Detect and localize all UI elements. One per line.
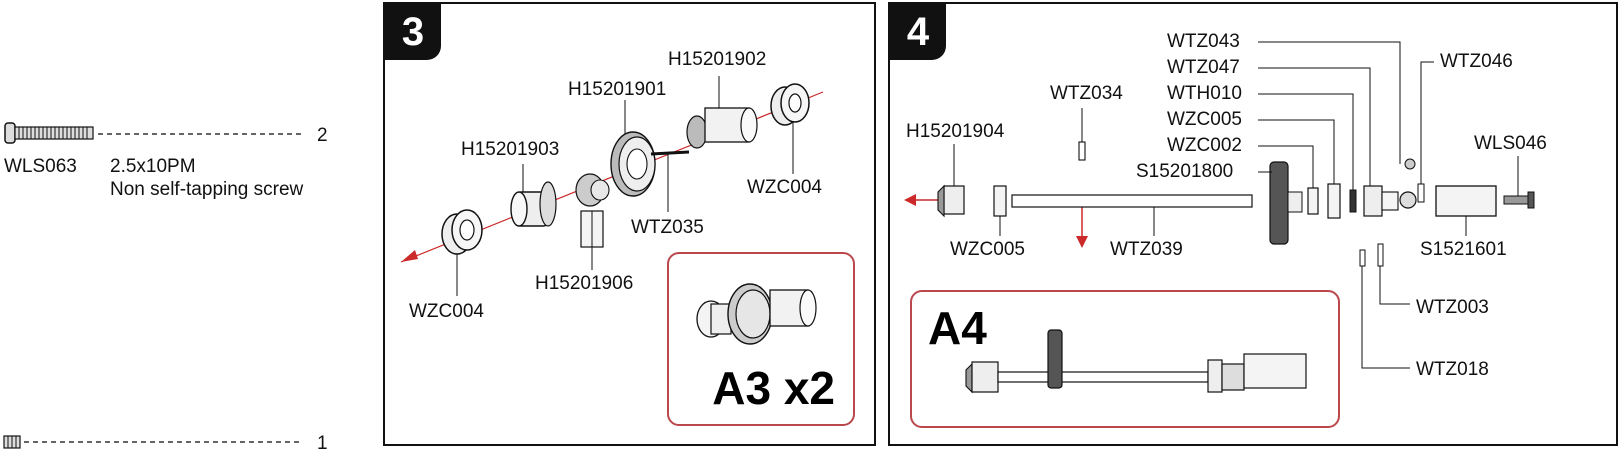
part-code-label: WLS063 [4,156,77,177]
bearing-wzc004-left [441,209,483,255]
bevel-gear-h15201904 [937,184,965,218]
part-label-wls046: WLS046 [1474,133,1547,154]
part-label-wth010: WTH010 [1167,83,1242,104]
part-label-s15201800: S15201800 [1136,161,1234,182]
parts-list-drawing [3,122,302,449]
collar-wzc005-left [993,185,1007,217]
inset-a3-assembly [696,283,817,345]
clip-wth010 [1349,189,1357,213]
part-size-label: 2.5x10PM [110,156,196,177]
pin-wtz003 [1377,243,1384,267]
part-label-wtz018: WTZ018 [1416,359,1489,380]
cup-joint-wtz047 [1363,158,1417,217]
part-label-h15201904: H15201904 [906,121,1005,142]
sleeve-s1521601 [1435,185,1497,217]
part-label-wtz003: WTZ003 [1416,297,1489,318]
inset-a4-assembly [965,329,1307,394]
step-number: 3 [385,4,441,60]
part-label-wtz035: WTZ035 [631,217,704,238]
part-label-wzc002: WZC002 [1167,135,1242,156]
bearing-wzc002 [1307,187,1319,215]
part-label-h15201906: H15201906 [535,273,634,294]
part-label-wtz039: WTZ039 [1110,239,1183,260]
part-description-label: Non self-tapping screw [110,179,304,200]
part-label-wtz034: WTZ034 [1050,83,1123,104]
qty-label: 1 [317,433,328,454]
shaft-wtz039 [1011,194,1253,208]
inset-a3-label: A3 x2 [712,362,835,414]
screw-icon [4,122,94,144]
part-label-h15201902: H15201902 [668,49,767,70]
part-label-wzc005-bottom: WZC005 [950,239,1025,260]
spur-gear-s15201800 [1269,161,1303,245]
part-label-wzc005-top: WZC005 [1167,109,1242,130]
pin-wtz035 [650,150,690,156]
screw-wls046 [1503,191,1535,209]
part-label-wtz047: WTZ047 [1167,57,1240,78]
pin-wtz034 [1078,141,1086,161]
inset-a4-box: A4 [910,290,1340,428]
direction-arrow [401,250,418,262]
part-label-wzc004-left: WZC004 [409,301,484,322]
step-4-exploded-view [904,41,1535,394]
part-label-wzc004-right: WZC004 [747,177,822,198]
collar-wzc005-right [1327,183,1341,219]
part-label-wtz043: WTZ043 [1167,31,1240,52]
leader-lines [953,41,1519,369]
direction-arrow [904,194,916,206]
bearing-wzc004-right [770,83,810,126]
part-label-s1521601: S1521601 [1420,239,1507,260]
pin-wtz018 [1359,249,1366,267]
hub-h15201903 [510,181,557,227]
step-4-panel: 4 [888,2,1618,446]
leader-lines [456,76,794,296]
step-3-panel: 3 [383,2,876,446]
part-label-wtz046: WTZ046 [1440,51,1513,72]
step-number: 4 [890,4,946,60]
direction-arrow [1076,236,1088,248]
qty-label: 2 [317,125,328,146]
inset-a3-box: A3 x2 [667,252,855,426]
part-label-h15201901: H15201901 [568,79,667,100]
part-label-h15201903: H15201903 [461,139,560,160]
set-screw-icon [3,435,21,449]
pin-wtz046 [1417,183,1425,203]
pinion-gears [575,173,610,248]
spur-gear-h15201901 [610,131,656,197]
inset-a4-label: A4 [928,302,987,354]
step-3-exploded-view [400,76,824,345]
housing-h15201902 [686,107,758,149]
